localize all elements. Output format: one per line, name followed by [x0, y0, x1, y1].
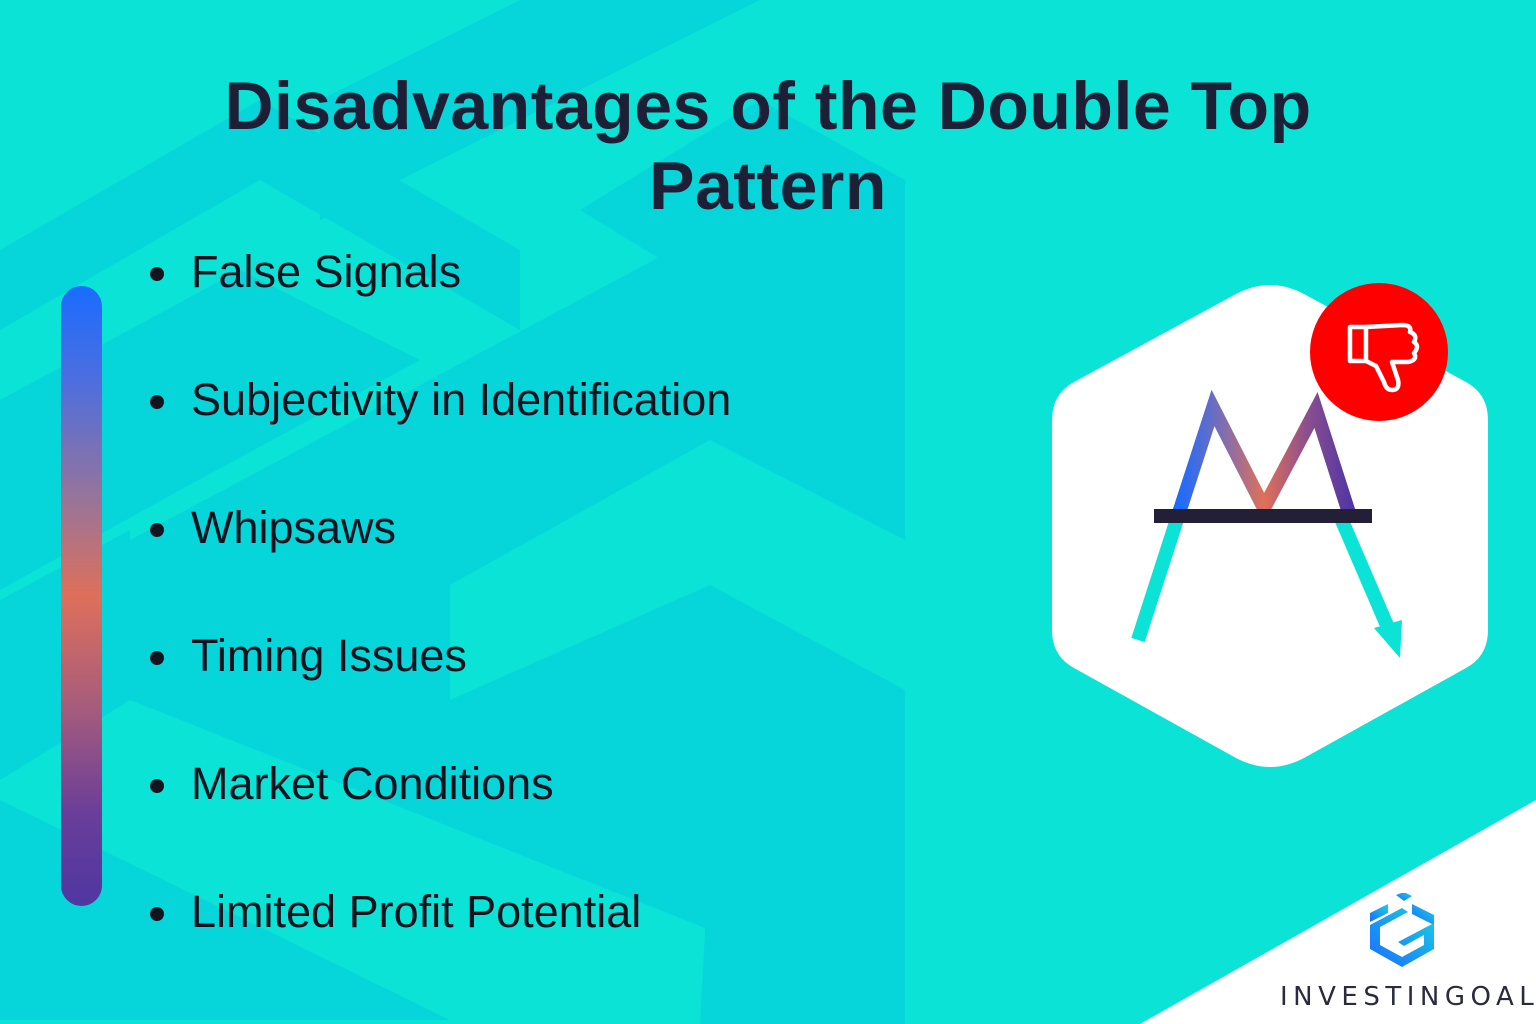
list-item: Timing Issues: [150, 624, 731, 752]
disadvantages-list: False Signals Subjectivity in Identifica…: [150, 240, 731, 1008]
bullet-icon: [150, 907, 164, 921]
list-item-label: Subjectivity in Identification: [191, 374, 732, 425]
list-item-label: False Signals: [191, 246, 462, 297]
investingoal-logo-icon: [1370, 893, 1434, 967]
corner-triangle: [1140, 800, 1536, 1024]
list-item-label: Timing Issues: [191, 630, 467, 681]
title-line-2: Pattern: [649, 148, 887, 224]
neckline-bar: [1154, 509, 1372, 523]
list-item: Market Conditions: [150, 752, 731, 880]
thumbs-down-icon: [1310, 283, 1448, 421]
list-item-label: Whipsaws: [191, 502, 397, 553]
page-title: Disadvantages of the Double Top Pattern: [0, 66, 1536, 226]
title-line-1: Disadvantages of the Double Top: [224, 68, 1312, 144]
list-item: Subjectivity in Identification: [150, 368, 731, 496]
bullet-icon: [150, 523, 164, 537]
brand-name: INVESTINGOAL: [1280, 982, 1536, 1012]
bullet-icon: [150, 267, 164, 281]
list-item: Limited Profit Potential: [150, 880, 731, 1008]
bullet-icon: [150, 395, 164, 409]
bullet-icon: [150, 779, 164, 793]
list-item-label: Market Conditions: [191, 758, 554, 809]
double-top-pattern-icon: [1052, 283, 1488, 767]
gradient-accent-bar: [61, 286, 102, 906]
bullet-icon: [150, 651, 164, 665]
list-item: False Signals: [150, 240, 731, 368]
list-item: Whipsaws: [150, 496, 731, 624]
list-item-label: Limited Profit Potential: [191, 886, 642, 937]
